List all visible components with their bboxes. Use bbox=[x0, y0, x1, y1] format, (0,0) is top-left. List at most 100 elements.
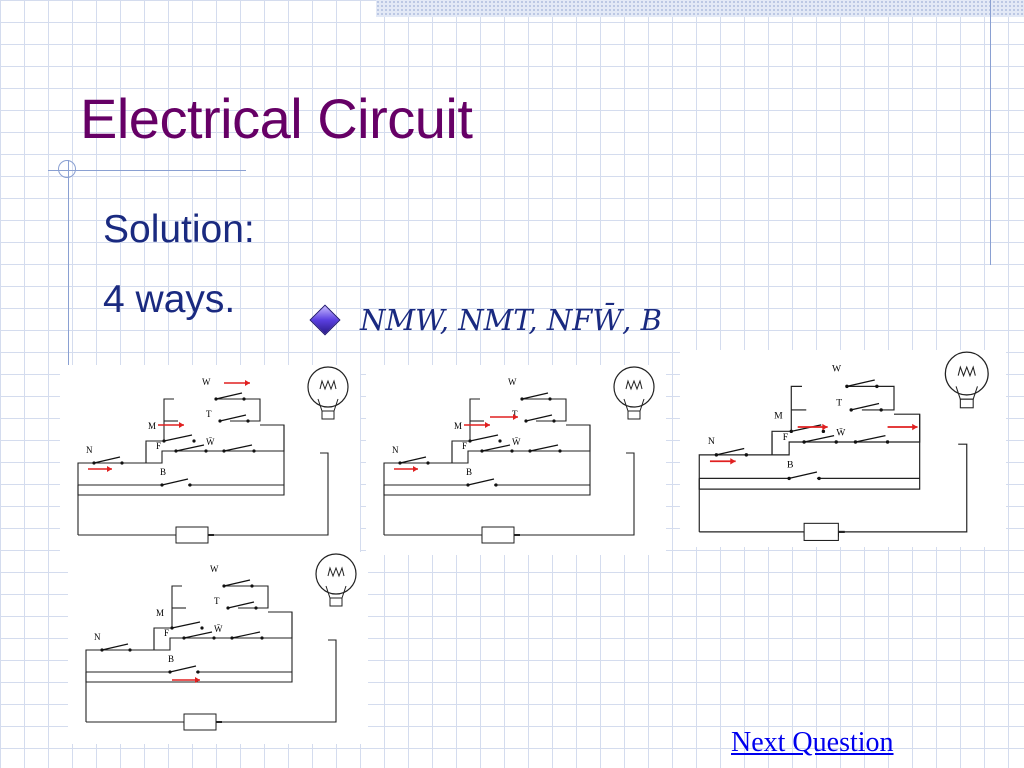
switch-b-label: B bbox=[466, 467, 472, 477]
bulb-globe bbox=[944, 351, 989, 396]
switch-f-contact bbox=[182, 636, 186, 640]
switch-n-contact bbox=[744, 453, 749, 457]
wire bbox=[383, 462, 452, 535]
wire bbox=[77, 425, 285, 496]
switch-wbar-label: W̄ bbox=[836, 427, 846, 439]
switch-n-contact bbox=[92, 461, 96, 465]
wire bbox=[846, 385, 895, 411]
ways-count-text: 4 ways. bbox=[103, 278, 236, 321]
switch-t-blade bbox=[227, 601, 255, 609]
switch-w-label: W bbox=[832, 363, 842, 374]
wire bbox=[77, 462, 146, 535]
diamond-bullet-icon bbox=[309, 304, 341, 336]
switch-f-contact bbox=[510, 449, 514, 453]
switch-wbar-contact bbox=[260, 636, 264, 640]
switch-b-contact bbox=[188, 483, 192, 487]
switch-n-label: N bbox=[392, 445, 399, 455]
wire bbox=[153, 585, 182, 650]
switch-f-blade bbox=[481, 444, 511, 452]
switch-b-blade bbox=[467, 478, 495, 486]
switch-n-contact bbox=[426, 461, 430, 465]
switch-t-contact bbox=[879, 408, 883, 412]
wire bbox=[451, 398, 480, 463]
switch-b-label: B bbox=[160, 467, 166, 477]
battery-box bbox=[175, 526, 209, 544]
wire bbox=[452, 450, 562, 464]
right-vertical-rule bbox=[990, 0, 991, 265]
switch-w-label: W bbox=[508, 377, 517, 387]
switch-b-contact bbox=[817, 476, 821, 481]
bulb-base bbox=[627, 410, 641, 420]
battery-box bbox=[803, 522, 839, 541]
switch-wbar-contact bbox=[252, 449, 256, 453]
next-question-link[interactable]: Next Question bbox=[731, 727, 894, 758]
switch-f-blade bbox=[183, 631, 213, 639]
switch-w-blade bbox=[846, 379, 875, 388]
switch-f-label: F bbox=[164, 628, 169, 638]
current-arrow-head bbox=[107, 466, 112, 472]
switch-wbar-blade bbox=[223, 444, 253, 452]
wire bbox=[224, 585, 269, 609]
switch-t-contact bbox=[246, 419, 250, 423]
switch-b-contact bbox=[787, 476, 791, 481]
switch-m-label: M bbox=[156, 608, 164, 618]
battery-box bbox=[183, 713, 217, 731]
rule-ring-ornament bbox=[58, 160, 76, 178]
slide-title: Electrical Circuit bbox=[80, 87, 473, 150]
current-arrow-head bbox=[730, 458, 736, 465]
title-underline-rule bbox=[48, 170, 246, 171]
circuit-nmt-panel: N M W T F W̄ B bbox=[366, 365, 666, 555]
current-arrow-head bbox=[179, 422, 184, 428]
switch-n-label: N bbox=[708, 436, 715, 447]
top-decor-band bbox=[376, 0, 1024, 17]
wire bbox=[85, 649, 154, 722]
switch-b-contact bbox=[466, 483, 470, 487]
switch-m-blade bbox=[163, 434, 193, 442]
switch-m-contact bbox=[170, 626, 174, 630]
wire bbox=[216, 398, 261, 422]
bulb-filament bbox=[327, 566, 345, 578]
switch-wbar-blade bbox=[855, 434, 886, 443]
switch-m-blade bbox=[469, 434, 499, 442]
switch-wbar-label: W̄ bbox=[206, 437, 215, 447]
current-arrow-head bbox=[822, 423, 828, 431]
wire bbox=[146, 450, 256, 464]
bulb-base bbox=[959, 398, 974, 409]
wire bbox=[699, 443, 968, 533]
switch-wbar-label: W̄ bbox=[512, 437, 521, 447]
switch-t-contact bbox=[254, 606, 258, 610]
switch-wbar-contact bbox=[558, 449, 562, 453]
wire bbox=[85, 612, 293, 683]
ways-formula: NMW, NMT, NFW̄, B bbox=[360, 303, 662, 337]
switch-m-label: M bbox=[454, 421, 462, 431]
switch-t-blade bbox=[851, 402, 880, 411]
bulb-filament bbox=[957, 365, 976, 378]
switch-b-contact bbox=[160, 483, 164, 487]
switch-w-blade bbox=[521, 392, 549, 400]
switch-m-contact bbox=[192, 439, 196, 443]
formula-bullet: NMW, NMT, NFW̄, B bbox=[308, 298, 662, 342]
wire bbox=[264, 611, 293, 639]
switch-n-blade bbox=[399, 456, 427, 464]
switch-w-label: W bbox=[202, 377, 211, 387]
switch-t-label: T bbox=[214, 596, 220, 606]
current-arrow-head bbox=[912, 423, 918, 431]
switch-f-label: F bbox=[462, 441, 467, 451]
switch-n-label: N bbox=[86, 445, 93, 455]
wire bbox=[698, 454, 773, 532]
wire bbox=[78, 452, 329, 536]
switch-t-label: T bbox=[512, 409, 518, 419]
switch-w-blade bbox=[223, 579, 251, 587]
wire bbox=[145, 398, 174, 463]
switch-t-label: T bbox=[836, 398, 842, 409]
circuit-group: N M W T F W̄ B bbox=[383, 366, 655, 544]
switch-t-contact bbox=[524, 419, 528, 423]
switch-f-label: F bbox=[783, 432, 788, 443]
switch-m-contact bbox=[821, 429, 826, 434]
